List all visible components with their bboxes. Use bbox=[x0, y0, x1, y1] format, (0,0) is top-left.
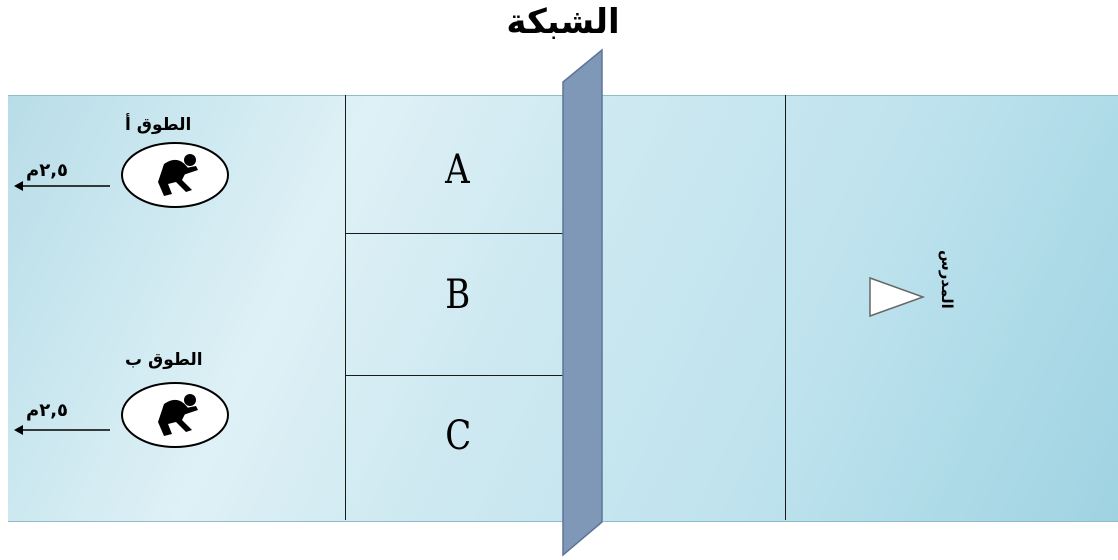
zone-c-label: C bbox=[445, 413, 472, 459]
zone-a-label: A bbox=[445, 147, 470, 193]
zone-divider-bc bbox=[345, 375, 565, 376]
attack-line-right bbox=[785, 95, 786, 520]
zone-b-label: B bbox=[445, 272, 471, 318]
player-b-icon bbox=[158, 394, 198, 436]
ring-a-label: الطوق أ bbox=[125, 115, 192, 135]
distance-arrow-b bbox=[14, 425, 110, 435]
coach-label: المدرس bbox=[938, 250, 956, 309]
attack-line-left bbox=[345, 95, 346, 520]
distance-arrow-a bbox=[14, 181, 110, 191]
distance-label-b: ٢,٥م bbox=[26, 400, 69, 421]
player-b bbox=[121, 382, 229, 448]
net-title: الشبكة bbox=[506, 2, 620, 42]
distance-label-a: ٢,٥م bbox=[26, 160, 69, 181]
player-a-icon bbox=[158, 154, 198, 196]
player-a bbox=[121, 142, 229, 208]
coach-triangle-icon bbox=[869, 276, 926, 318]
ring-b-label: الطوق ب bbox=[125, 350, 203, 370]
zone-divider-ab bbox=[345, 233, 565, 234]
